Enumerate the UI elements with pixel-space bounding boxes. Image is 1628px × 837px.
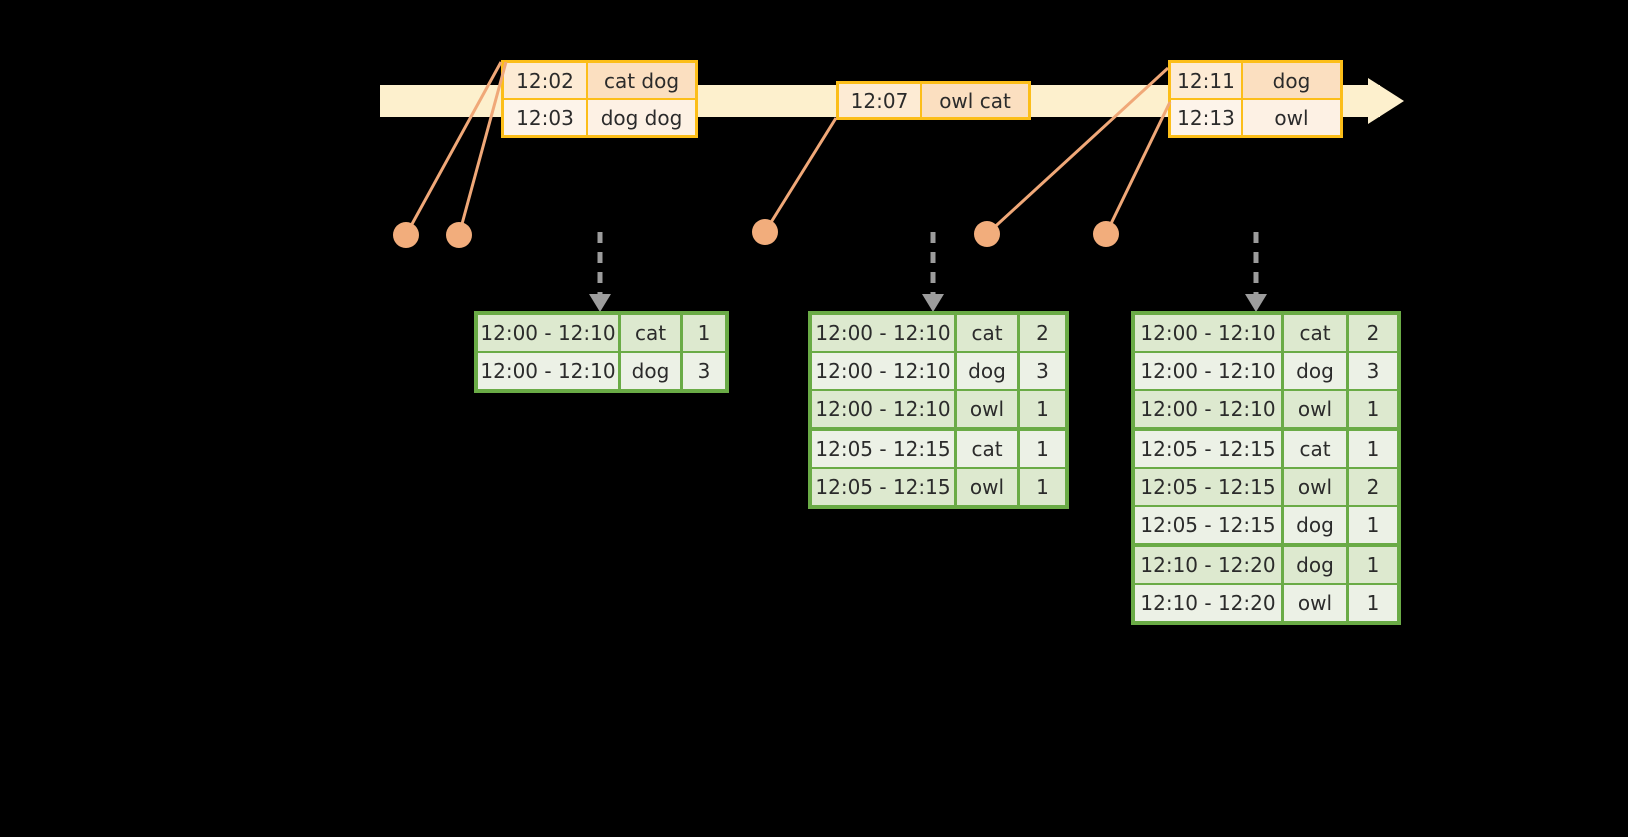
count-cell: 3 (683, 353, 725, 389)
event-value: dog (1243, 63, 1340, 98)
count-cell: 1 (1020, 469, 1065, 505)
window-cell: 12:00 - 12:10 (1135, 315, 1284, 351)
count-cell: 1 (1349, 547, 1397, 583)
event-marker-12-03 (446, 222, 472, 248)
key-cell: dog (1284, 353, 1349, 389)
event-timestamp: 12:03 (504, 100, 588, 135)
event-marker-12-07 (752, 219, 778, 245)
key-cell: cat (1284, 315, 1349, 351)
event-timestamp: 12:13 (1171, 100, 1243, 135)
window-cell: 12:00 - 12:10 (478, 315, 621, 351)
count-cell: 1 (1020, 391, 1065, 427)
count-cell: 2 (1020, 315, 1065, 351)
event-marker-12-13 (1093, 221, 1119, 247)
event-marker-12-02 (393, 222, 419, 248)
key-cell: dog (621, 353, 683, 389)
key-cell: owl (1284, 469, 1349, 505)
count-cell: 3 (1349, 353, 1397, 389)
window-cell: 12:00 - 12:10 (812, 353, 957, 389)
event-timestamp: 12:02 (504, 63, 588, 98)
key-cell: cat (957, 431, 1020, 467)
key-cell: dog (1284, 547, 1349, 583)
event-timestamp: 12:07 (839, 84, 922, 117)
window-cell: 12:00 - 12:10 (1135, 391, 1284, 427)
dashed-arrow-head-3 (1245, 294, 1267, 312)
key-cell: dog (957, 353, 1020, 389)
window-cell: 12:00 - 12:10 (1135, 353, 1284, 389)
dashed-arrow-head-1 (589, 294, 611, 312)
window-cell: 12:05 - 12:15 (1135, 431, 1284, 467)
window-cell: 12:05 - 12:15 (812, 431, 957, 467)
count-cell: 1 (1349, 507, 1397, 543)
key-cell: dog (1284, 507, 1349, 543)
key-cell: cat (1284, 431, 1349, 467)
window-cell: 12:10 - 12:20 (1135, 547, 1284, 583)
event-value: owl cat (922, 84, 1028, 117)
key-cell: owl (957, 391, 1020, 427)
window-cell: 12:05 - 12:15 (1135, 469, 1284, 505)
dashed-arrow-head-2 (922, 294, 944, 312)
event-value: owl (1243, 100, 1340, 135)
count-cell: 2 (1349, 469, 1397, 505)
count-cell: 1 (1349, 391, 1397, 427)
window-cell: 12:00 - 12:10 (812, 315, 957, 351)
key-cell: cat (957, 315, 1020, 351)
count-cell: 3 (1020, 353, 1065, 389)
event-value: cat dog (588, 63, 695, 98)
count-cell: 1 (1349, 431, 1397, 467)
window-cell: 12:10 - 12:20 (1135, 585, 1284, 621)
key-cell: owl (1284, 585, 1349, 621)
count-cell: 2 (1349, 315, 1397, 351)
window-cell: 12:00 - 12:10 (478, 353, 621, 389)
window-cell: 12:05 - 12:15 (1135, 507, 1284, 543)
window-cell: 12:05 - 12:15 (812, 469, 957, 505)
key-cell: owl (1284, 391, 1349, 427)
event-value: dog dog (588, 100, 695, 135)
window-cell: 12:00 - 12:10 (812, 391, 957, 427)
key-cell: cat (621, 315, 683, 351)
key-cell: owl (957, 469, 1020, 505)
connector-line-3 (763, 117, 838, 233)
count-cell: 1 (1349, 585, 1397, 621)
event-timestamp: 12:11 (1171, 63, 1243, 98)
count-cell: 1 (1020, 431, 1065, 467)
count-cell: 1 (683, 315, 725, 351)
connector-line-5 (1104, 101, 1172, 235)
event-marker-12-11 (974, 221, 1000, 247)
